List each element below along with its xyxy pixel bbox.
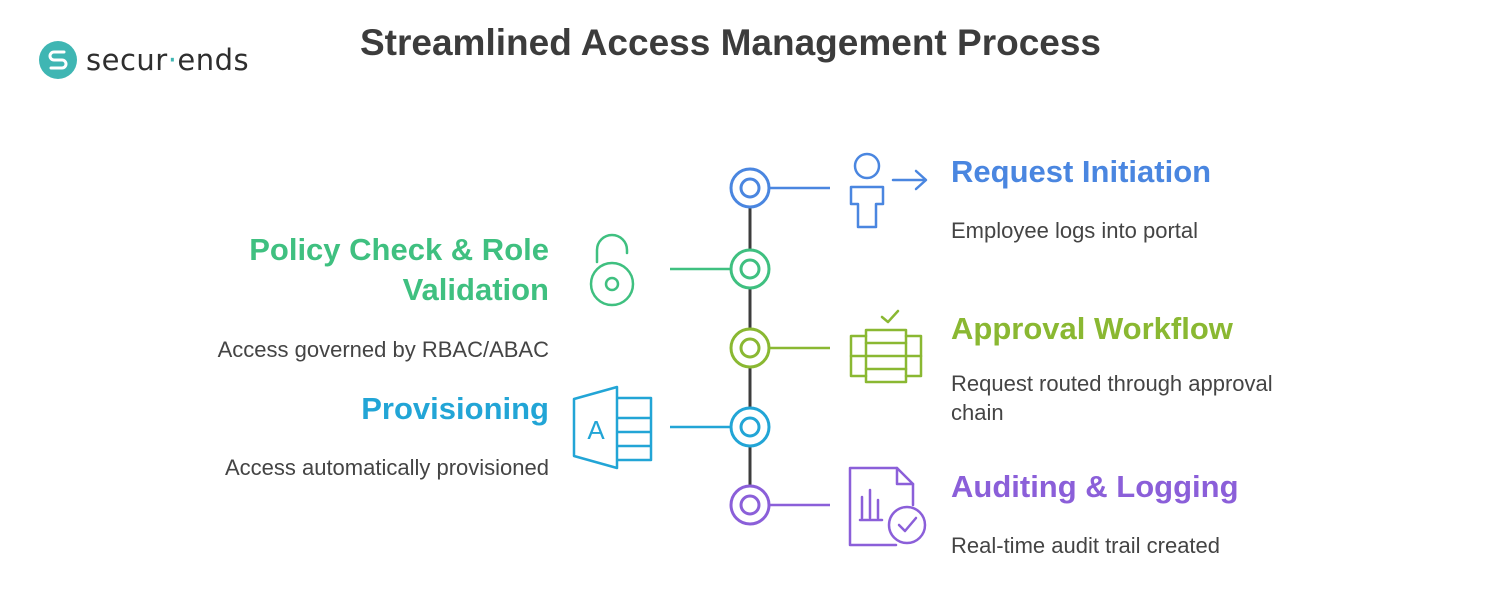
user-request-icon	[849, 152, 928, 229]
brand-separator: ·	[167, 43, 178, 77]
step-policy-check-title-line-2: Validation	[402, 272, 549, 307]
step-policy-check-graphics	[589, 233, 771, 307]
step-request-initiation-graphics	[729, 152, 928, 229]
step-approval-workflow-description-line-1: Request routed through approval	[951, 371, 1273, 396]
step-auditing-graphics	[729, 466, 927, 547]
brand-logo-icon	[39, 41, 77, 79]
brand-word-right: ends	[177, 43, 250, 77]
approval-stack-icon	[849, 309, 923, 384]
access-letter-a: A	[587, 415, 605, 445]
node-inner-request-initiation	[739, 177, 761, 199]
node-inner-policy-check	[739, 258, 761, 280]
unlocked-padlock-icon	[589, 233, 635, 307]
step-approval-workflow-description: Request routed through approval chain	[951, 369, 1273, 427]
step-request-initiation-description: Employee logs into portal	[951, 218, 1199, 243]
page-title: Streamlined Access Management Process	[360, 22, 1102, 63]
node-inner-approval-workflow	[739, 337, 761, 359]
step-approval-workflow-title: Approval Workflow	[951, 311, 1233, 346]
step-provisioning-title: Provisioning	[361, 391, 549, 426]
node-outer-policy-check	[729, 248, 771, 290]
node-outer-provisioning	[729, 406, 771, 448]
step-policy-check-description: Access governed by RBAC/ABAC	[217, 337, 549, 362]
node-outer-auditing	[729, 484, 771, 526]
node-inner-provisioning	[739, 416, 761, 438]
step-policy-check-title-line-1: Policy Check & Role	[249, 232, 549, 267]
brand-logo-text: secur·ends	[86, 43, 249, 77]
step-request-initiation-title: Request Initiation	[951, 154, 1212, 189]
audit-report-icon	[848, 466, 927, 547]
node-inner-auditing	[739, 494, 761, 516]
access-database-icon: A	[572, 385, 653, 470]
brand-word-left: secur	[86, 43, 168, 77]
step-provisioning-graphics: A	[572, 385, 771, 470]
brand-logo: secur·ends	[38, 40, 249, 80]
step-provisioning-description: Access automatically provisioned	[224, 455, 549, 480]
step-approval-workflow-graphics	[729, 309, 923, 384]
step-auditing-description: Real-time audit trail created	[951, 533, 1221, 558]
step-auditing-title: Auditing & Logging	[951, 469, 1239, 504]
node-outer-approval-workflow	[729, 327, 771, 369]
node-outer-request-initiation	[729, 167, 771, 209]
step-approval-workflow-description-line-2: chain	[951, 400, 1004, 425]
